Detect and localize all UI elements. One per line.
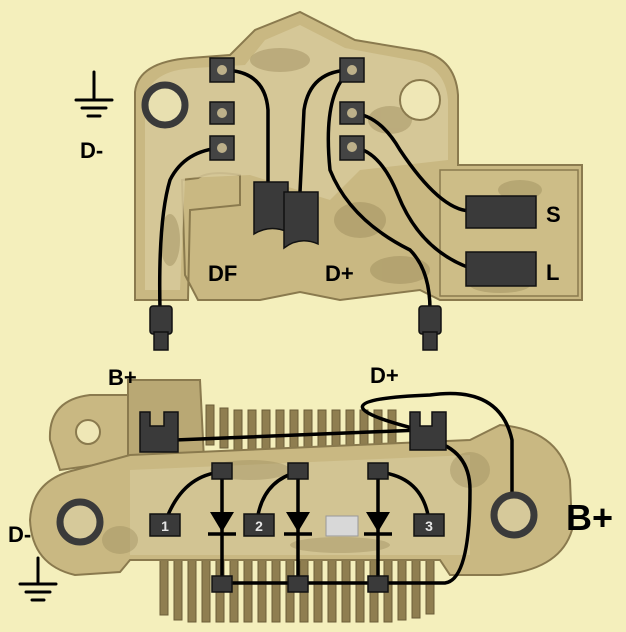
diode-icon xyxy=(208,512,236,536)
terminal-square xyxy=(339,101,365,125)
regulator-terminals xyxy=(209,57,365,161)
label-d-plus-top: D+ xyxy=(325,261,354,286)
b-plus-clip-right xyxy=(409,411,447,451)
brush-holders xyxy=(253,181,319,250)
ground-icon xyxy=(74,70,114,118)
terminal-square xyxy=(339,57,365,83)
phase-3-label: 3 xyxy=(425,518,433,534)
ground-ring-top xyxy=(141,81,189,129)
b-plus-ring xyxy=(490,491,538,539)
label-b-plus-right: B+ xyxy=(566,497,613,538)
label-s: S xyxy=(546,202,561,227)
label-d-minus-bottom: D- xyxy=(8,522,31,547)
terminal-square xyxy=(339,135,365,161)
rectifier-wires xyxy=(166,391,514,585)
terminal-square xyxy=(209,135,235,161)
label-d-plus-bottom: D+ xyxy=(370,363,399,388)
b-plus-clip-left xyxy=(139,411,179,453)
ground-ring-bottom xyxy=(56,498,104,546)
label-l: L xyxy=(546,260,559,285)
diode-icon xyxy=(364,512,392,536)
phase-terminal-3: 3 xyxy=(413,513,445,537)
l-connector xyxy=(465,251,537,287)
phase-terminal-2: 2 xyxy=(243,513,275,537)
plug-connectors xyxy=(149,305,442,351)
center-pad xyxy=(325,515,359,537)
ground-icon xyxy=(18,556,58,602)
diode-icon xyxy=(284,512,312,536)
terminal-square xyxy=(209,57,235,83)
label-b-plus-left: B+ xyxy=(108,365,137,390)
terminal-square xyxy=(209,101,235,125)
s-connector xyxy=(465,195,537,229)
phase-1-label: 1 xyxy=(161,518,169,534)
label-df: DF xyxy=(208,261,237,286)
diode-junctions xyxy=(211,462,389,593)
label-d-minus-top: D- xyxy=(80,138,103,163)
phase-2-label: 2 xyxy=(255,518,263,534)
phase-terminal-1: 1 xyxy=(149,513,181,537)
